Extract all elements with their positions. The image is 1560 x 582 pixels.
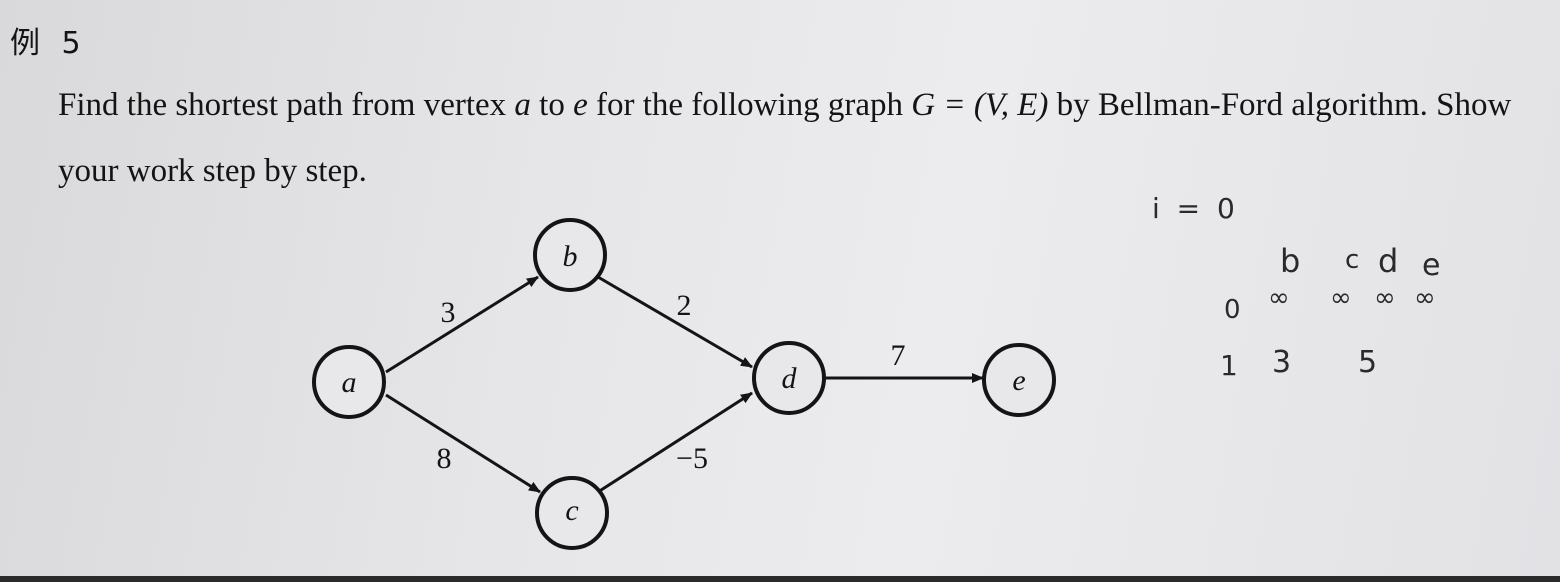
note-row1-0: 0 (1224, 295, 1241, 325)
node-a-label: a (342, 366, 357, 399)
note-row2-1: 3 (1272, 345, 1291, 380)
example-label: 例 5 (10, 26, 87, 61)
node-b: b (533, 218, 607, 292)
vertex-to: e (573, 87, 588, 123)
note-row1-2: ∞ (1330, 283, 1352, 313)
note-row1-4: ∞ (1414, 283, 1436, 313)
problem-text-1: Find the shortest path from vertex (58, 87, 515, 123)
problem-text-4: by Bellman-Ford algorithm. Show your wor… (58, 87, 1512, 189)
weight-c-d: −5 (676, 442, 708, 475)
node-c: c (535, 476, 609, 550)
edge-a-b (385, 275, 539, 374)
weight-a-b: 3 (441, 296, 456, 329)
node-e-label: e (1012, 364, 1025, 397)
edge-b-d (597, 275, 753, 369)
problem-text-2: to (530, 87, 574, 123)
note-header-e: e (1422, 248, 1440, 283)
page-bottom-edge (0, 576, 1560, 582)
problem-statement: Find the shortest path from vertex a to … (58, 72, 1553, 204)
note-header-d: d (1378, 242, 1398, 280)
node-a: a (312, 345, 386, 419)
node-b-label: b (563, 240, 578, 273)
weight-d-e: 7 (891, 339, 906, 372)
node-d: d (752, 341, 826, 415)
node-e: e (982, 343, 1056, 417)
note-row1-3: ∞ (1374, 283, 1396, 313)
note-header-c: c (1345, 245, 1359, 275)
note-row2-2: 5 (1358, 345, 1377, 380)
node-c-label: c (565, 494, 578, 527)
problem-text-3: for the following graph (587, 87, 912, 123)
graph-expression: G = (V, E) (911, 87, 1049, 123)
note-iteration: i = 0 (1152, 192, 1239, 225)
vertex-from: a (514, 87, 531, 123)
note-row1-1: ∞ (1268, 283, 1290, 313)
note-header-b: b (1280, 242, 1300, 280)
edge-a-c (385, 393, 541, 494)
note-row2-0: 1 (1220, 349, 1238, 382)
weight-b-d: 2 (677, 289, 692, 322)
node-d-label: d (782, 362, 798, 395)
edge-c-d (597, 391, 753, 494)
weight-a-c: 8 (437, 442, 452, 475)
